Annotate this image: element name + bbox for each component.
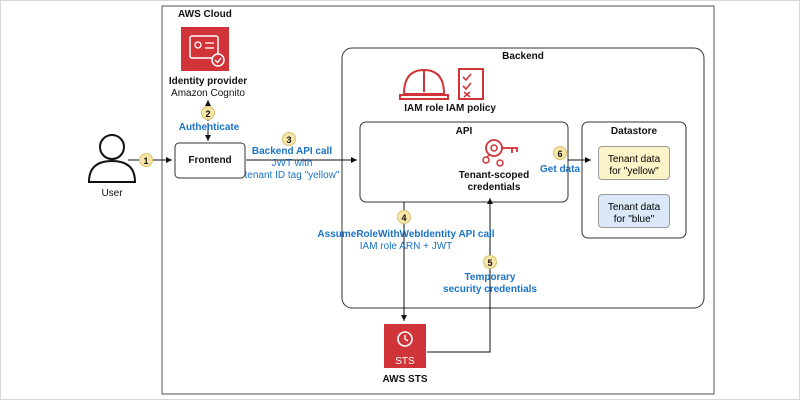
iam-role-label: IAM role xyxy=(404,103,444,114)
identity-title: Identity provider xyxy=(168,76,248,87)
security-creds-label: security credentials xyxy=(443,284,537,295)
step-4-badge: 4 xyxy=(397,210,411,224)
tenant-yellow-line1: Tenant data xyxy=(607,154,661,165)
iam-role-icon xyxy=(399,68,449,100)
datastore-box xyxy=(581,121,687,239)
aws-cloud-boundary xyxy=(161,5,715,395)
tenant-yellow-box: Tenant data for "yellow" xyxy=(598,146,670,180)
aws-cloud-title: AWS Cloud xyxy=(178,9,232,20)
tenant-blue-line2: for "blue" xyxy=(613,214,655,225)
arrow-sts-api xyxy=(427,198,493,353)
step-5-badge: 5 xyxy=(483,255,497,269)
user-icon xyxy=(87,134,137,183)
tenant-blue-line1: Tenant data xyxy=(607,202,661,213)
step-1-badge: 1 xyxy=(139,153,153,167)
api-box xyxy=(359,121,569,203)
cognito-icon xyxy=(181,27,229,71)
tenant-tag-label: tenant ID tag "yellow" xyxy=(244,170,340,181)
jwt-with-label: JWT with xyxy=(271,158,313,169)
assume-role-label: AssumeRoleWithWebIdentity API call xyxy=(317,229,495,240)
backend-boundary xyxy=(341,47,705,309)
backend-call-label: Backend API call xyxy=(251,146,333,157)
backend-title: Backend xyxy=(502,51,544,62)
api-title: API xyxy=(455,126,473,137)
user-label: User xyxy=(101,188,123,199)
frontend-box xyxy=(174,142,246,179)
identity-subtitle: Amazon Cognito xyxy=(171,88,245,99)
temporary-label: Temporary xyxy=(464,272,516,283)
sts-label: AWS STS xyxy=(382,374,428,385)
step-3-badge: 3 xyxy=(282,132,296,146)
datastore-title: Datastore xyxy=(610,126,658,137)
get-data-label: Get data xyxy=(539,164,581,175)
role-arn-label: IAM role ARN + JWT xyxy=(359,241,453,252)
iam-policy-icon xyxy=(458,68,484,100)
iam-policy-label: IAM policy xyxy=(445,103,497,114)
step-6-badge: 6 xyxy=(553,146,567,160)
tenant-yellow-line2: for "yellow" xyxy=(609,166,659,177)
sts-icon: STS xyxy=(384,324,426,368)
tenant-blue-box: Tenant data for "blue" xyxy=(598,194,670,228)
tenant-creds-line1: Tenant-scoped xyxy=(458,170,530,181)
frontend-label: Frontend xyxy=(188,155,232,166)
step-2-badge: 2 xyxy=(201,106,215,120)
credentials-icon xyxy=(482,139,518,167)
tenant-creds-line2: credentials xyxy=(467,182,521,193)
authenticate-label: Authenticate xyxy=(178,122,240,133)
sts-icon-text: STS xyxy=(395,356,415,367)
